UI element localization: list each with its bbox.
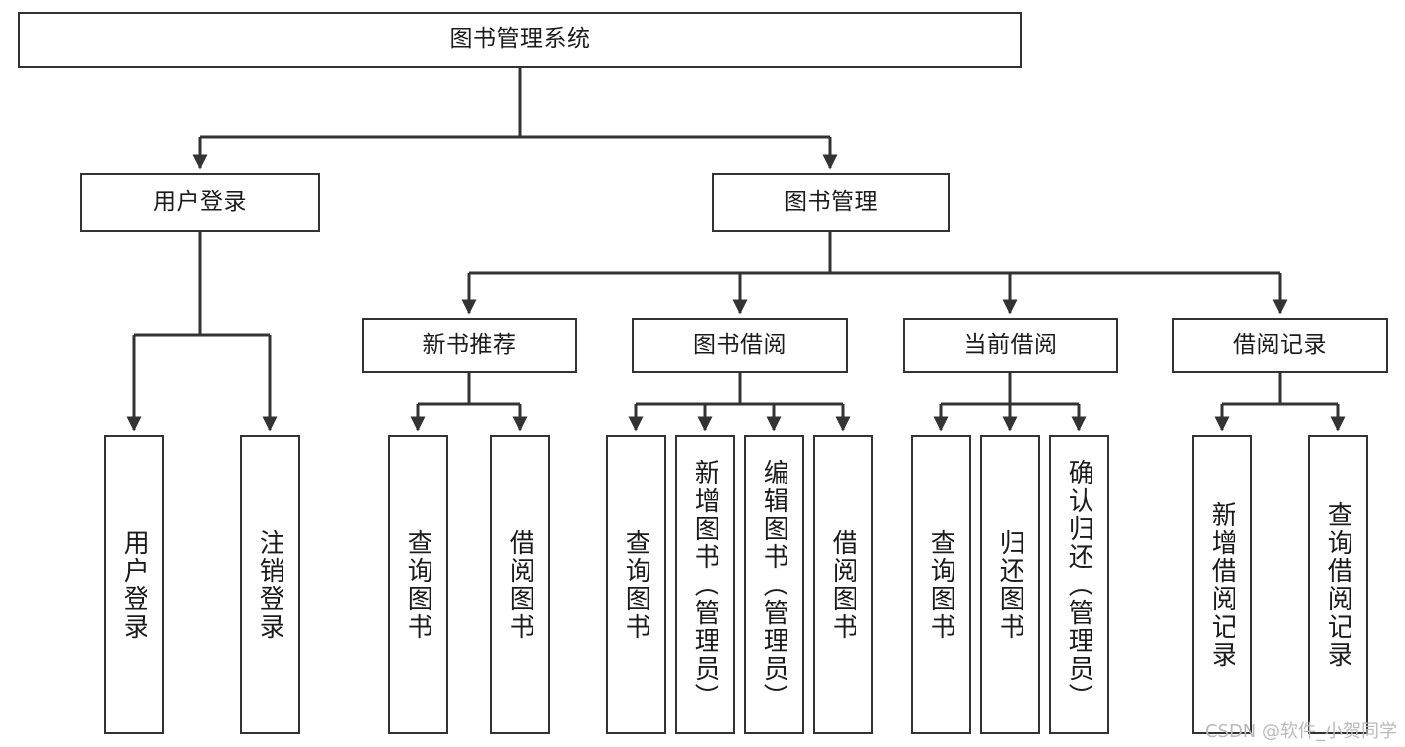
node-root-label: 图书管理系统 <box>449 26 591 53</box>
leaf-current-borrow-2[interactable]: 归还图书 <box>980 435 1040 734</box>
watermark-text: CSDN @软件_小贺同学 <box>1204 721 1397 742</box>
leaf-borrow-record-1-label: 新增借阅记录 <box>1208 500 1236 669</box>
node-book-manage-label: 图书管理 <box>784 188 878 215</box>
node-user-login[interactable]: 用户登录 <box>80 173 320 232</box>
leaf-new-book-1-label: 查询图书 <box>404 528 432 641</box>
leaf-book-borrow-3[interactable]: 编辑图书（管理员） <box>744 435 804 734</box>
leaf-current-borrow-2-label: 归还图书 <box>996 528 1024 641</box>
node-borrow-record[interactable]: 借阅记录 <box>1172 318 1388 373</box>
leaf-borrow-record-2[interactable]: 查询借阅记录 <box>1308 435 1368 734</box>
leaf-book-borrow-1-label: 查询图书 <box>622 528 650 641</box>
leaf-current-borrow-3-label: 确认归还（管理员） <box>1065 458 1093 711</box>
leaf-user-login-1[interactable]: 用户登录 <box>104 435 164 734</box>
leaf-borrow-record-2-label: 查询借阅记录 <box>1324 500 1352 669</box>
node-current-borrow-label: 当前借阅 <box>963 331 1058 358</box>
leaf-book-borrow-2-label: 新增图书（管理员） <box>691 458 719 711</box>
leaf-user-login-2[interactable]: 注销登录 <box>240 435 300 734</box>
node-current-borrow[interactable]: 当前借阅 <box>903 318 1118 373</box>
leaf-current-borrow-1[interactable]: 查询图书 <box>911 435 971 734</box>
node-borrow-record-label: 借阅记录 <box>1233 331 1327 358</box>
leaf-current-borrow-3[interactable]: 确认归还（管理员） <box>1049 435 1109 734</box>
leaf-book-borrow-2[interactable]: 新增图书（管理员） <box>675 435 735 734</box>
leaf-new-book-2[interactable]: 借阅图书 <box>490 435 550 734</box>
leaf-user-login-1-label: 用户登录 <box>120 528 148 641</box>
leaf-book-borrow-3-label: 编辑图书（管理员） <box>760 458 788 711</box>
leaf-current-borrow-1-label: 查询图书 <box>927 528 955 641</box>
node-root[interactable]: 图书管理系统 <box>18 12 1022 68</box>
leaf-book-borrow-1[interactable]: 查询图书 <box>606 435 666 734</box>
leaf-new-book-2-label: 借阅图书 <box>506 528 534 641</box>
node-user-login-label: 用户登录 <box>153 188 247 215</box>
leaf-book-borrow-4-label: 借阅图书 <box>829 528 857 641</box>
node-new-book-recommend[interactable]: 新书推荐 <box>362 318 577 373</box>
node-book-manage[interactable]: 图书管理 <box>712 173 950 232</box>
leaf-borrow-record-1[interactable]: 新增借阅记录 <box>1192 435 1252 734</box>
node-book-borrow[interactable]: 图书借阅 <box>632 318 848 373</box>
node-new-book-recommend-label: 新书推荐 <box>422 331 517 358</box>
node-book-borrow-label: 图书借阅 <box>693 331 787 358</box>
leaf-user-login-2-label: 注销登录 <box>256 528 284 641</box>
leaf-new-book-1[interactable]: 查询图书 <box>388 435 448 734</box>
leaf-book-borrow-4[interactable]: 借阅图书 <box>813 435 873 734</box>
